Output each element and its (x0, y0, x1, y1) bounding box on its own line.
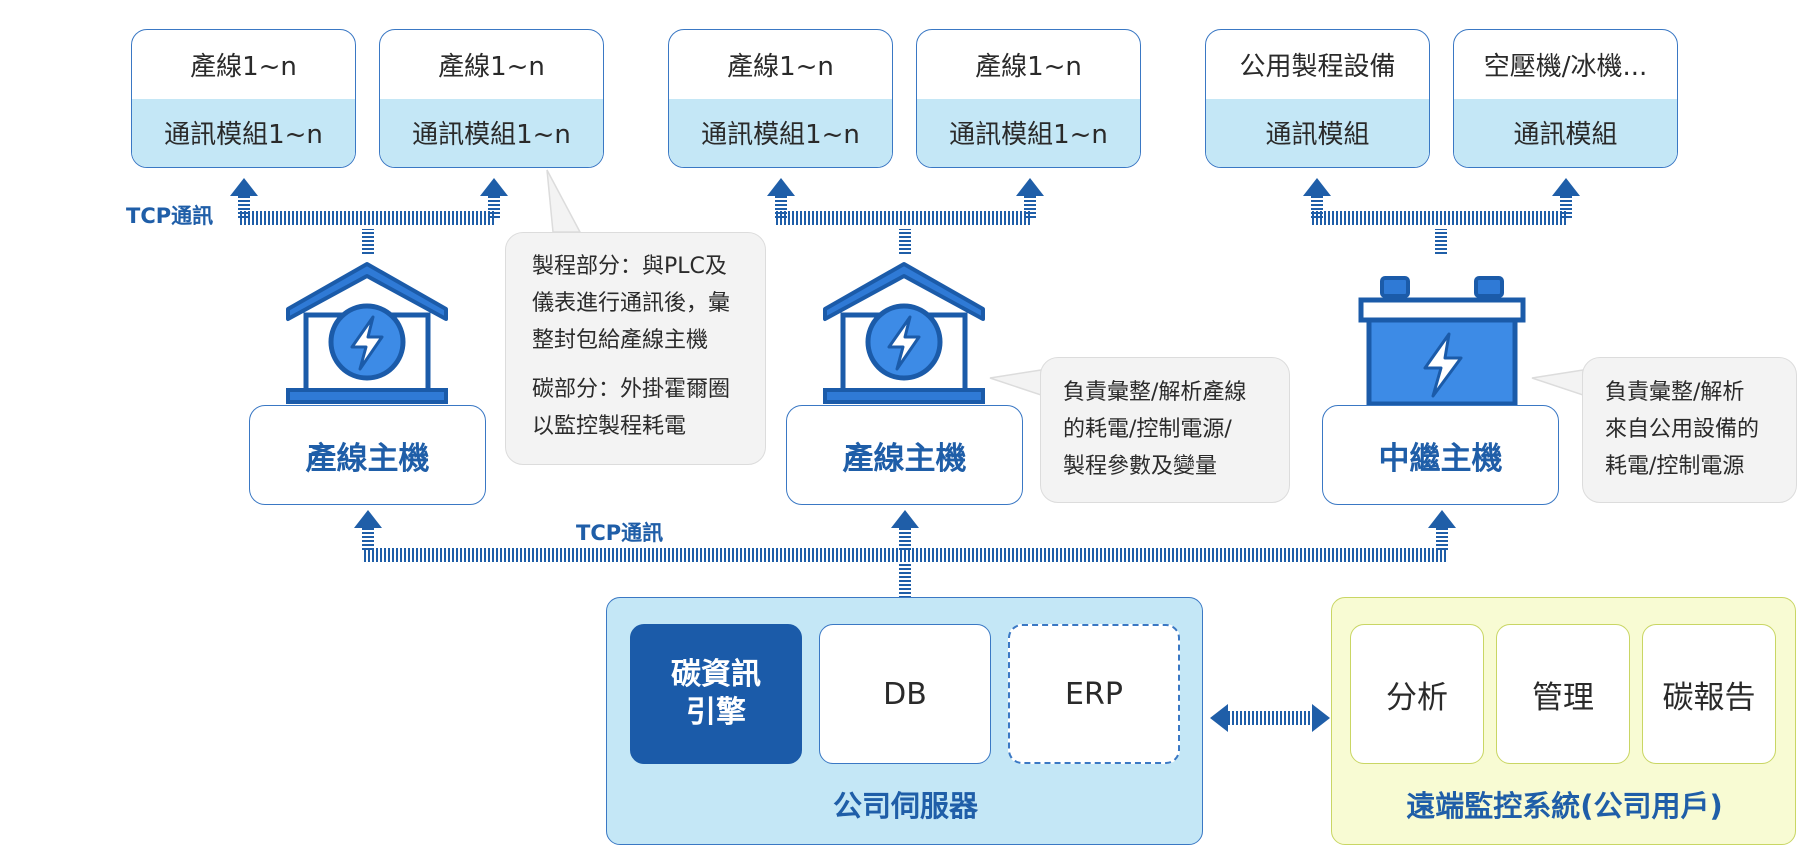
arrow-up-icon (1552, 178, 1580, 196)
arrow-up-icon (230, 178, 258, 196)
device-card: 公用製程設備 通訊模組 (1205, 29, 1430, 168)
connector-group-3 (1303, 178, 1580, 255)
callout-text: 製程部分：與PLC及 (532, 254, 727, 279)
battery-lightning-icon (1358, 276, 1526, 407)
callout-text: 以監控製程耗電 (532, 414, 687, 439)
double-arrow (1210, 704, 1330, 732)
arrow-up-icon (1016, 178, 1044, 196)
remote-title: 遠端監控系統(公司用戶) (1406, 789, 1723, 823)
device-name: 空壓機/冰機... (1483, 51, 1648, 82)
device-name: 產線1~n (975, 51, 1082, 82)
callout-text: 碳部分：外掛霍爾圈 (532, 377, 731, 402)
server-title: 公司伺服器 (832, 789, 978, 823)
callout-text: 儀表進行通訊後，彙 (532, 291, 731, 316)
production-host: 產線主機 (249, 405, 486, 505)
callout-process: 製程部分：與PLC及 儀表進行通訊後，彙 整封包給產線主機 碳部分：外掛霍爾圈 … (505, 232, 766, 465)
callout-text: 的耗電/控制電源/ (1063, 417, 1232, 442)
remote-monitoring-panel: 分析 管理 碳報告 遠端監控系統(公司用戶) (1331, 597, 1796, 845)
analysis-tile: 分析 (1350, 624, 1484, 764)
company-server-panel: 碳資訊 引擎 DB ERP 公司伺服器 (606, 597, 1203, 845)
carbon-report-tile: 碳報告 (1642, 624, 1776, 764)
connector-group-1 (230, 178, 508, 255)
device-card: 產線1~n 通訊模組1~n (916, 29, 1141, 168)
device-card: 產線1~n 通訊模組1~n (131, 29, 356, 168)
tcp-label: TCP通訊 (126, 204, 214, 228)
arrow-right-icon (1312, 704, 1330, 732)
carbon-engine-tile: 碳資訊 引擎 (630, 624, 802, 764)
device-name: 產線1~n (727, 51, 834, 82)
arrow-up-icon (480, 178, 508, 196)
callout-production-host: 負責彙整/解析產線 的耗電/控制電源/ 製程參數及變量 (1040, 357, 1290, 503)
comm-module: 通訊模組1~n (669, 98, 892, 167)
callout-text: 耗電/控制電源 (1605, 454, 1745, 479)
engine-label-line2: 引擎 (686, 695, 746, 730)
db-tile: DB (819, 624, 991, 764)
device-card: 產線1~n 通訊模組1~n (379, 29, 604, 168)
device-name: 產線1~n (438, 51, 545, 82)
comm-module: 通訊模組 (1206, 98, 1429, 167)
tcp-label: TCP通訊 (576, 521, 664, 545)
arrow-up-icon (1303, 178, 1331, 196)
arrow-up-icon (891, 510, 919, 528)
comm-module: 通訊模組1~n (917, 98, 1140, 167)
arrow-left-icon (1210, 704, 1228, 732)
arrow-up-icon (1428, 510, 1456, 528)
callout-tail (546, 169, 582, 233)
callout-text: 負責彙整/解析 (1605, 380, 1745, 405)
factory-lightning-icon (823, 262, 985, 404)
comm-module: 通訊模組 (1454, 98, 1677, 167)
production-host: 產線主機 (786, 405, 1023, 505)
comm-module: 通訊模組1~n (380, 98, 603, 167)
management-tile: 管理 (1496, 624, 1630, 764)
callout-relay-host: 負責彙整/解析 來自公用設備的 耗電/控制電源 (1582, 357, 1797, 503)
device-card: 空壓機/冰機... 通訊模組 (1453, 29, 1678, 168)
relay-host: 中繼主機 (1322, 405, 1559, 505)
callout-text: 來自公用設備的 (1605, 417, 1760, 442)
factory-lightning-icon (286, 262, 448, 404)
callout-tail (1531, 369, 1584, 397)
connector-group-2 (767, 178, 1044, 255)
callout-text: 製程參數及變量 (1063, 454, 1218, 479)
arrow-up-icon (767, 178, 795, 196)
callout-tail (989, 369, 1042, 397)
callout-text: 整封包給產線主機 (532, 328, 709, 353)
connector-bottom-bus (354, 510, 1456, 618)
engine-label-line1: 碳資訊 (671, 657, 761, 692)
device-name: 公用製程設備 (1239, 51, 1396, 82)
erp-tile: ERP (1008, 624, 1180, 764)
device-name: 產線1~n (190, 51, 297, 82)
arrow-up-icon (354, 510, 382, 528)
device-card: 產線1~n 通訊模組1~n (668, 29, 893, 168)
comm-module: 通訊模組1~n (132, 98, 355, 167)
callout-text: 負責彙整/解析產線 (1063, 380, 1247, 405)
